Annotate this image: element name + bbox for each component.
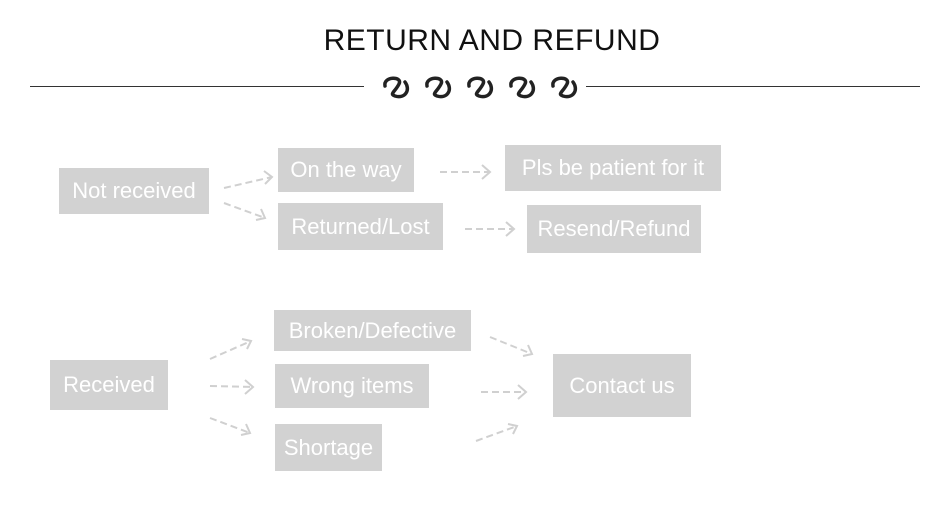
arrow-received-to-shortage: [209, 417, 252, 436]
divider-rule-left: [30, 86, 364, 87]
arrow-returned-lost-to-resend-refund: [465, 221, 516, 237]
arrow-received-to-broken-defective: [209, 338, 253, 360]
contact-us-box: Contact us: [553, 354, 691, 417]
arrow-wrong-items-to-contact-us: [481, 384, 528, 400]
wrong-items-box: Wrong items: [275, 364, 429, 408]
received-box: Received: [50, 360, 168, 410]
divider-rule-right: [586, 86, 920, 87]
arrow-broken-defective-to-contact-us: [489, 336, 534, 357]
returned-lost-box: Returned/Lost: [278, 203, 443, 250]
arrow-not-received-to-returned-lost: [223, 202, 267, 221]
chain-ornament-icon: [383, 76, 578, 99]
arrow-shortage-to-contact-us: [475, 423, 519, 442]
arrow-not-received-to-on-the-way: [223, 170, 274, 189]
resend-refund-box: Resend/Refund: [527, 205, 701, 253]
arrow-on-the-way-to-patient: [440, 164, 492, 180]
arrow-received-to-wrong-items: [209, 379, 255, 395]
broken-defective-box: Broken/Defective: [274, 310, 471, 351]
shortage-box: Shortage: [275, 424, 382, 471]
not-received-box: Not received: [59, 168, 209, 214]
pls-be-patient-box: Pls be patient for it: [505, 145, 721, 191]
on-the-way-box: On the way: [278, 148, 414, 192]
page-title: RETURN AND REFUND: [323, 24, 661, 57]
